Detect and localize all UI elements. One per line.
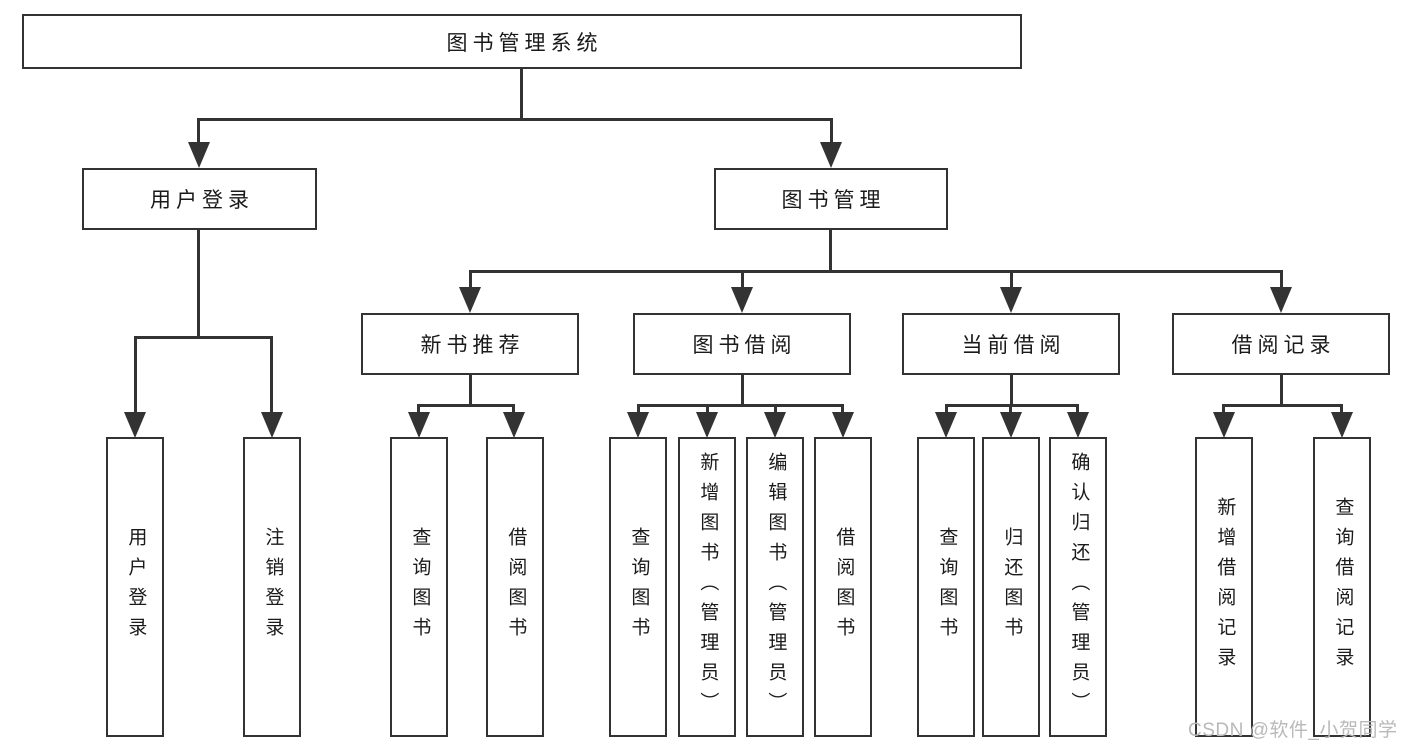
connector-vline	[417, 404, 420, 416]
connector-vline	[512, 404, 515, 416]
node-leaf-edit-books-admin-label: 编辑图书（管理员）	[765, 452, 787, 722]
node-leaf-logout-label: 注销登录	[262, 527, 284, 647]
node-leaf-query-borrow-record-label: 查询借阅记录	[1332, 497, 1354, 677]
arrow-down-icon	[1000, 412, 1022, 438]
node-leaf-borrow-books-borrowing-label: 借阅图书	[833, 527, 855, 647]
node-leaf-query-books-recommend: 查询图书	[390, 437, 448, 737]
connector-vline	[829, 230, 832, 272]
node-leaf-confirm-return-admin-label: 确认归还（管理员）	[1068, 452, 1090, 722]
arrow-down-icon	[764, 412, 786, 438]
node-borrowing-records-label: 借阅记录	[1231, 334, 1336, 357]
node-current-borrowing: 当前借阅	[902, 313, 1120, 375]
arrow-down-icon	[696, 412, 718, 438]
connector-hline	[1222, 404, 1343, 407]
node-leaf-add-borrow-record-label: 新增借阅记录	[1214, 497, 1236, 677]
connector-vline	[1076, 404, 1079, 416]
connector-hline	[417, 404, 515, 407]
connector-vline	[1010, 270, 1013, 292]
connector-vline	[469, 270, 472, 292]
connector-hline	[637, 404, 844, 407]
node-new-book-recommend: 新书推荐	[361, 313, 579, 375]
connector-vline	[841, 404, 844, 416]
node-leaf-query-books-borrowing: 查询图书	[609, 437, 667, 737]
connector-vline	[774, 404, 777, 416]
arrow-down-icon	[935, 412, 957, 438]
arrow-down-icon	[503, 412, 525, 438]
node-book-borrowing-label: 图书借阅	[692, 334, 797, 357]
arrow-down-icon	[1331, 412, 1353, 438]
arrow-down-icon	[188, 142, 210, 168]
connector-vline	[830, 118, 833, 146]
node-leaf-add-borrow-record: 新增借阅记录	[1195, 437, 1253, 737]
node-leaf-query-books-recommend-label: 查询图书	[409, 527, 431, 647]
arrow-down-icon	[820, 142, 842, 168]
node-borrowing-records: 借阅记录	[1172, 313, 1390, 375]
node-user-login: 用户登录	[82, 168, 317, 230]
node-book-management-label: 图书管理	[781, 189, 886, 212]
arrow-down-icon	[1000, 287, 1022, 313]
arrow-down-icon	[731, 287, 753, 313]
arrow-down-icon	[832, 412, 854, 438]
node-leaf-add-books-admin: 新增图书（管理员）	[678, 437, 736, 737]
node-leaf-borrow-books-recommend-label: 借阅图书	[505, 527, 527, 647]
connector-hline	[945, 404, 1079, 407]
arrow-down-icon	[627, 412, 649, 438]
csdn-watermark: CSDN @软件_小贺同学	[1188, 720, 1398, 741]
node-leaf-query-books-borrowing-label: 查询图书	[628, 527, 650, 647]
node-user-login-label: 用户登录	[150, 189, 254, 212]
connector-vline	[197, 230, 200, 338]
arrow-down-icon	[261, 412, 283, 438]
node-leaf-add-books-admin-label: 新增图书（管理员）	[697, 452, 719, 722]
connector-vline	[1009, 404, 1012, 416]
node-current-borrowing-label: 当前借阅	[961, 334, 1066, 357]
arrow-down-icon	[1213, 412, 1235, 438]
node-leaf-return-books: 归还图书	[982, 437, 1040, 737]
connector-vline	[1222, 404, 1225, 416]
node-root-label: 图书管理系统	[446, 31, 603, 55]
node-leaf-borrow-books-borrowing: 借阅图书	[814, 437, 872, 737]
node-new-book-recommend-label: 新书推荐	[420, 334, 525, 357]
connector-vline	[637, 404, 640, 416]
connector-vline	[706, 404, 709, 416]
connector-vline	[741, 375, 744, 406]
connector-vline	[1010, 375, 1013, 406]
arrow-down-icon	[459, 287, 481, 313]
connector-vline	[1280, 270, 1283, 292]
node-leaf-query-books-current-label: 查询图书	[936, 527, 958, 647]
connector-vline	[1280, 375, 1283, 406]
node-book-borrowing: 图书借阅	[633, 313, 851, 375]
connector-vline	[270, 336, 273, 416]
connector-vline	[197, 118, 200, 146]
arrow-down-icon	[1067, 412, 1089, 438]
node-leaf-user-login: 用户登录	[106, 437, 164, 737]
node-root: 图书管理系统	[22, 14, 1022, 69]
node-leaf-edit-books-admin: 编辑图书（管理员）	[746, 437, 804, 737]
connector-vline	[741, 270, 744, 292]
connector-hline	[469, 270, 1283, 273]
connector-vline	[520, 69, 523, 120]
arrow-down-icon	[408, 412, 430, 438]
node-leaf-logout: 注销登录	[243, 437, 301, 737]
node-leaf-confirm-return-admin: 确认归还（管理员）	[1049, 437, 1107, 737]
connector-hline	[197, 118, 833, 121]
node-leaf-query-borrow-record: 查询借阅记录	[1313, 437, 1371, 737]
connector-vline	[469, 375, 472, 406]
node-leaf-return-books-label: 归还图书	[1001, 527, 1023, 647]
node-leaf-borrow-books-recommend: 借阅图书	[486, 437, 544, 737]
connector-vline	[945, 404, 948, 416]
connector-hline	[134, 336, 273, 339]
node-book-management: 图书管理	[714, 168, 948, 230]
connector-vline	[134, 336, 137, 416]
connector-vline	[1340, 404, 1343, 416]
arrow-down-icon	[124, 412, 146, 438]
arrow-down-icon	[1270, 287, 1292, 313]
node-leaf-user-login-label: 用户登录	[125, 527, 147, 647]
node-leaf-query-books-current: 查询图书	[917, 437, 975, 737]
